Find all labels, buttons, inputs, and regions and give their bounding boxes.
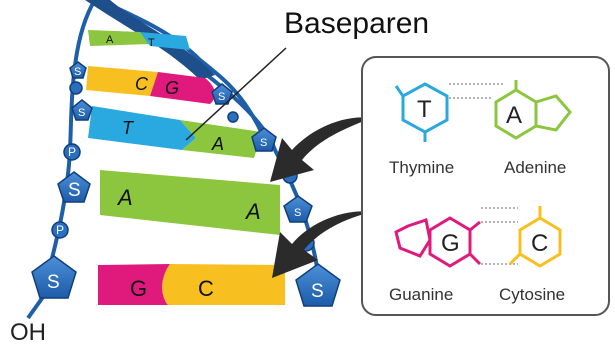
base-pair-4-bar [100,170,280,235]
sugar-left-top [69,61,87,79]
base-pair-2-right-letter: G [165,78,179,98]
arrow-group [270,117,372,278]
thymine-letter: T [417,96,432,123]
base-pair-2-right [150,72,215,104]
guanine-letter: G [441,230,460,257]
thymine-name: Thymine [389,158,454,177]
sugar-right-3 [251,127,277,152]
base-pair-2-left [86,66,158,96]
guanine-stub-top [469,220,481,232]
base-pair-4-left-letter: A [116,185,133,210]
base-pair-3: T A [88,106,262,158]
sugar-left-4 [31,255,77,299]
sugar-left-2-letter: S [78,107,85,119]
base-pair-1-right [140,32,190,50]
phosphate-right-1 [227,111,239,123]
title-pointer-line [185,47,287,141]
base-pair-4-right-letter: A [244,199,261,224]
base-pair-1: A T [88,30,190,50]
adenine-letter: A [506,102,522,129]
sugar-right-4 [283,195,313,223]
base-pair-2: C G [86,66,215,104]
top-helix-strand [99,0,267,141]
cytosine-stub-bottom [508,252,522,266]
base-pair-5: G C [98,264,285,305]
legend-frame [361,56,610,316]
sugar-right-4-letter: S [294,207,301,219]
sugar-labels: S S S S S S S S [47,66,324,302]
base-pair-1-right-letter: T [148,37,155,49]
sugar-right-2 [211,83,233,105]
sugar-left-3-letter: S [68,180,81,201]
sugar-left-4-letter: S [47,272,60,293]
base-pair-3-left [88,106,196,150]
oh-terminal-label: OH [10,319,46,346]
phosphate-left-3-letter: P [56,223,64,237]
sugar-right-3-letter: S [260,137,267,149]
base-pair-3-right-letter: A [211,134,224,154]
adenine-pent-ring [534,94,572,132]
sugar-left-3 [57,171,91,203]
sugar-right-5-letter: S [311,281,324,302]
sugar-left-top-letter: S [74,66,81,78]
base-pair-4: A A [100,170,280,235]
base-pair-2-left-letter: C [135,74,149,94]
base-pair-5-left-letter: G [130,276,147,301]
adenine-name: Adenine [504,158,566,177]
base-pair-5-right [162,264,285,305]
cytosine-name: Cytosine [499,285,565,304]
phosphate-left-2-letter: P [68,145,76,159]
title-baseparen: Baseparen [284,7,429,40]
sugar-right-2-letter: S [218,91,225,103]
cytosine-ring [518,216,562,268]
arrow-to-base-pair-3 [270,117,372,182]
base-pair-5-right-letter: C [198,276,214,301]
cytosine-letter: C [531,230,548,257]
phosphate-left-1 [69,81,83,95]
sugar-right-5 [295,263,341,307]
base-pair-3-right [180,120,262,158]
guanine-stub-bottom [468,252,482,266]
thymine-stub-top [394,85,405,97]
left-backbone-strand [43,0,97,286]
nucleobase-legend: T Thymine A Adenine G Guanine C Cytosine [361,56,610,316]
sugar-left-2 [71,99,93,121]
base-pair-1-left [88,30,150,46]
guanine-name: Guanine [389,285,453,304]
sugar-group [31,61,341,307]
phosphate-left-3 [51,221,69,239]
guanine-pent-ring [394,218,432,258]
arrow-to-base-pair-5 [272,211,372,278]
phosphate-left-2 [63,143,81,161]
base-pair-5-left [98,264,170,305]
base-pair-1-left-letter: A [106,34,114,46]
base-pair-3-left-letter: T [122,118,135,138]
